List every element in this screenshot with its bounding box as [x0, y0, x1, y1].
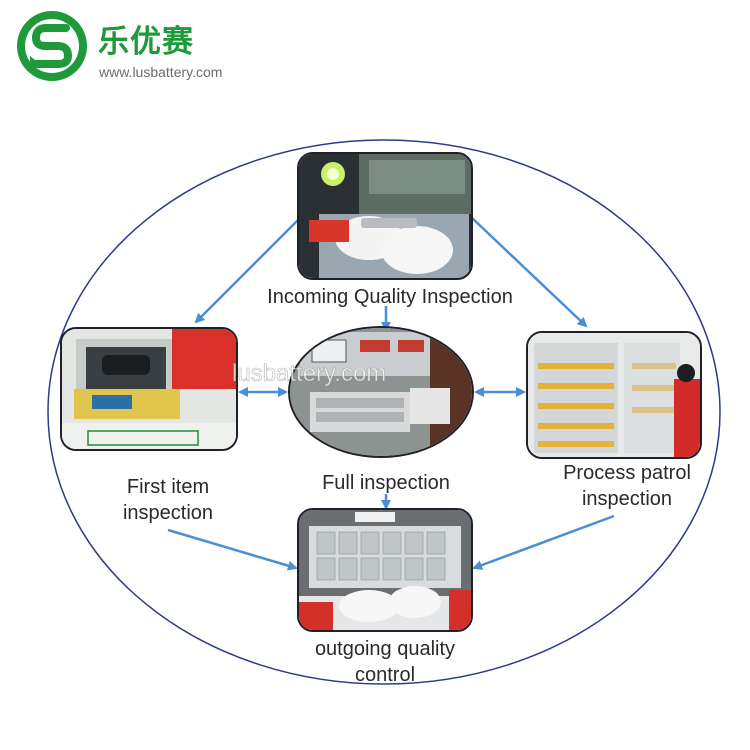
- arrow-process-to-outgoing: [472, 514, 615, 570]
- label-process-patrol-inspection: Process patrol inspection: [540, 460, 714, 512]
- brand-name: 乐优赛: [98, 24, 194, 60]
- photo-first-item-inspection: [60, 327, 238, 451]
- photo-outgoing-quality-control: [297, 508, 473, 632]
- s-arrow-logo-icon: [17, 11, 87, 81]
- photo-incoming-inspection: [297, 152, 473, 280]
- label-full-inspection: Full inspection: [322, 472, 450, 494]
- label-first-item-line1: First item: [126, 476, 210, 498]
- label-incoming-inspection: Incoming Quality Inspection: [267, 286, 513, 308]
- cycle-ellipse: [47, 139, 721, 685]
- website-url[interactable]: www.lusbattery.com: [99, 64, 223, 80]
- label-first-item-line2: inspection: [122, 502, 214, 524]
- photo-process-patrol-inspection: [526, 331, 702, 459]
- label-first-item-inspection: First item inspection: [88, 474, 248, 526]
- label-outgoing-line1: outgoing quality: [314, 638, 456, 660]
- arrow-incoming-to-process: [471, 217, 588, 328]
- label-process-line1: Process patrol: [563, 462, 691, 484]
- label-process-line2: inspection: [581, 488, 673, 510]
- arrow-first-to-outgoing: [167, 528, 298, 571]
- label-outgoing-quality-control: outgoing quality control: [270, 636, 500, 688]
- watermark-text: lusbattery.com: [232, 360, 387, 388]
- logo: [16, 10, 88, 82]
- label-outgoing-line2: control: [354, 664, 416, 686]
- arrow-incoming-to-first: [194, 217, 301, 324]
- photo-full-inspection: [288, 326, 474, 458]
